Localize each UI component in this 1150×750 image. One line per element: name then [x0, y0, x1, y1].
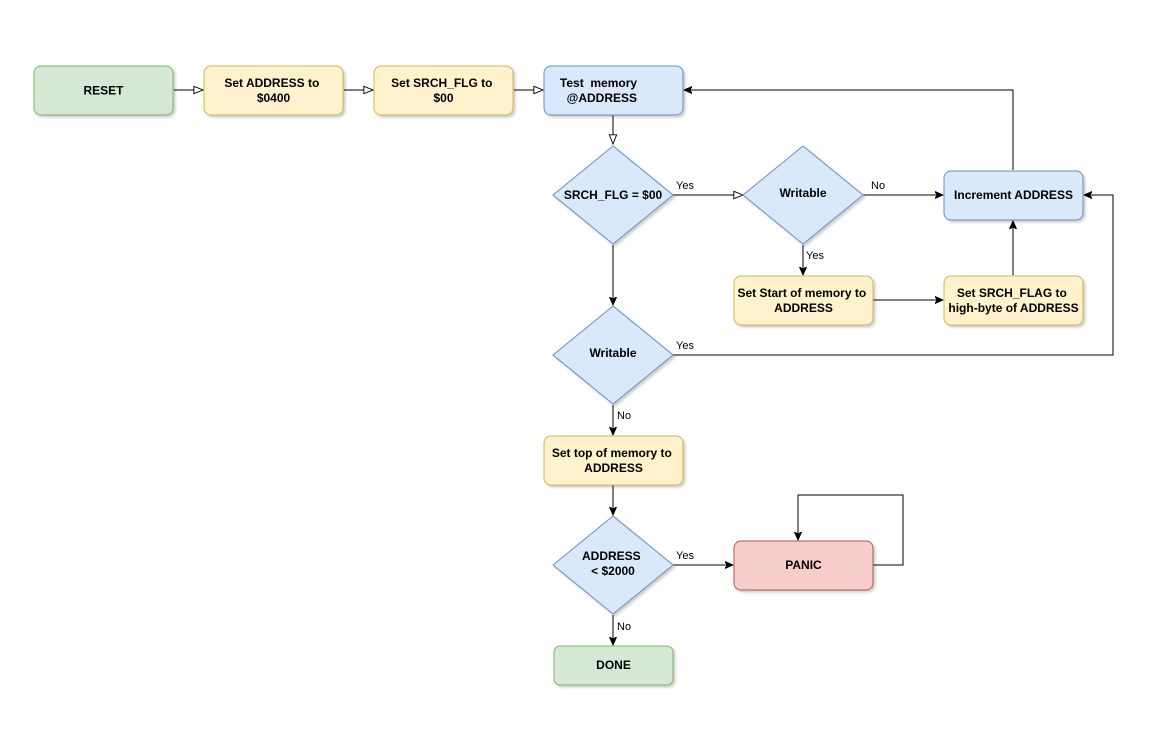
node-set-srch-flag-high-line-1: Set SRCH_FLAG to	[957, 286, 1067, 300]
node-set-srch-flg-line-1: Set SRCH_FLG to	[391, 76, 492, 90]
node-increment-address: Increment ADDRESS	[943, 170, 1084, 221]
node-test-memory-line-1: Test memory	[560, 76, 637, 90]
node-set-srch-flag-high-line-2: high-byte of ADDRESS	[948, 301, 1078, 315]
node-writable-2-line: Writable	[589, 346, 636, 360]
svg-text:Increment ADDRESS: Increment ADDRESS	[954, 188, 1073, 202]
svg-text:DONE: DONE	[596, 658, 631, 672]
edge-label-writable1-no: No	[871, 180, 885, 192]
edge-label-writable1-yes: Yes	[806, 250, 824, 262]
node-set-start-line-1: Set Start of memory to	[737, 286, 866, 300]
node-writable-1: Writable	[742, 145, 864, 245]
svg-text:Set SRCH_FLAG to high-: Set SRCH_FLAG to high-byte of ADDRESS	[948, 286, 1078, 315]
edge-label-address-yes: Yes	[676, 550, 694, 562]
node-writable-1-line: Writable	[779, 186, 826, 200]
node-set-address-line-1: Set ADDRESS to	[224, 76, 319, 90]
edge-writable-2-yes-to-increment	[673, 195, 1114, 356]
svg-text:Set top of memory to A: Set top of memory to ADDRESS	[552, 446, 675, 475]
edge-label-writable2-no: No	[617, 410, 631, 422]
node-address-check: ADDRESS < $2000	[552, 515, 674, 615]
node-set-address-line-2: $0400	[257, 91, 291, 105]
edge-labels: Yes No Yes Yes No Yes No	[617, 180, 885, 633]
node-done-line: DONE	[596, 658, 631, 672]
node-address-check-line-1: ADDRESS	[582, 549, 641, 563]
node-set-srch-flag-high: Set SRCH_FLAG to high-byte of ADDRESS	[943, 275, 1084, 326]
node-set-top-line-1: Set top of memory to	[552, 446, 672, 460]
svg-text:Set ADDRESS to $0400: Set ADDRESS to $0400	[224, 76, 322, 105]
svg-text:ADDRESS < $2000: ADDRESS < $2000	[582, 549, 644, 578]
svg-text:PANIC: PANIC	[785, 558, 822, 572]
node-reset-line: RESET	[83, 84, 124, 98]
node-test-memory-line-2: @ADDRESS	[567, 91, 637, 105]
svg-text:RESET: RESET	[83, 84, 124, 98]
node-done: DONE	[553, 645, 674, 686]
node-set-start: Set Start of memory to ADDRESS	[733, 275, 874, 326]
node-set-srch-flg-line-2: $00	[433, 91, 453, 105]
svg-text:Writable: Writable	[589, 346, 636, 360]
edges	[174, 90, 1114, 645]
edge-label-address-no: No	[617, 621, 631, 633]
node-writable-2: Writable	[552, 305, 674, 405]
node-set-srch-flg: Set SRCH_FLG to $00	[373, 65, 514, 116]
node-set-start-line-2: ADDRESS	[774, 301, 833, 315]
edge-panic-self-loop	[798, 494, 904, 566]
node-srch-flg-check: SRCH_FLG = $00	[552, 145, 674, 245]
node-panic: PANIC	[733, 540, 874, 591]
node-test-memory: Test memory @ADDRESS	[0, 0, 684, 116]
node-increment-address-line: Increment ADDRESS	[954, 188, 1073, 202]
svg-text:Set Start of memory to: Set Start of memory to ADDRESS	[737, 286, 869, 315]
node-srch-flg-check-line: SRCH_FLG = $00	[564, 188, 663, 202]
node-set-top-line-2: ADDRESS	[584, 461, 643, 475]
edge-label-srch-yes: Yes	[676, 180, 694, 192]
node-set-address: Set ADDRESS to $0400	[203, 65, 344, 116]
node-address-check-line-2: < $2000	[591, 564, 635, 578]
node-reset: RESET	[33, 65, 174, 116]
node-panic-line: PANIC	[785, 558, 822, 572]
svg-text:Test memory @ADDRESS: Test memory @ADDRESS	[0, 0, 667, 105]
svg-text:Writable: Writable	[779, 186, 826, 200]
nodes: RESET Set ADDRESS to $0400 Set SRCH_FLG …	[0, 0, 1084, 686]
svg-text:Set SRCH_FLG to $00: Set SRCH_FLG to $00	[391, 76, 496, 105]
node-set-top: Set top of memory to ADDRESS	[543, 435, 684, 486]
edge-label-writable2-yes: Yes	[676, 340, 694, 352]
svg-text:SRCH_FLG = $00: SRCH_FLG = $00	[564, 188, 663, 202]
edge-increment-to-test-memory	[684, 90, 1014, 170]
